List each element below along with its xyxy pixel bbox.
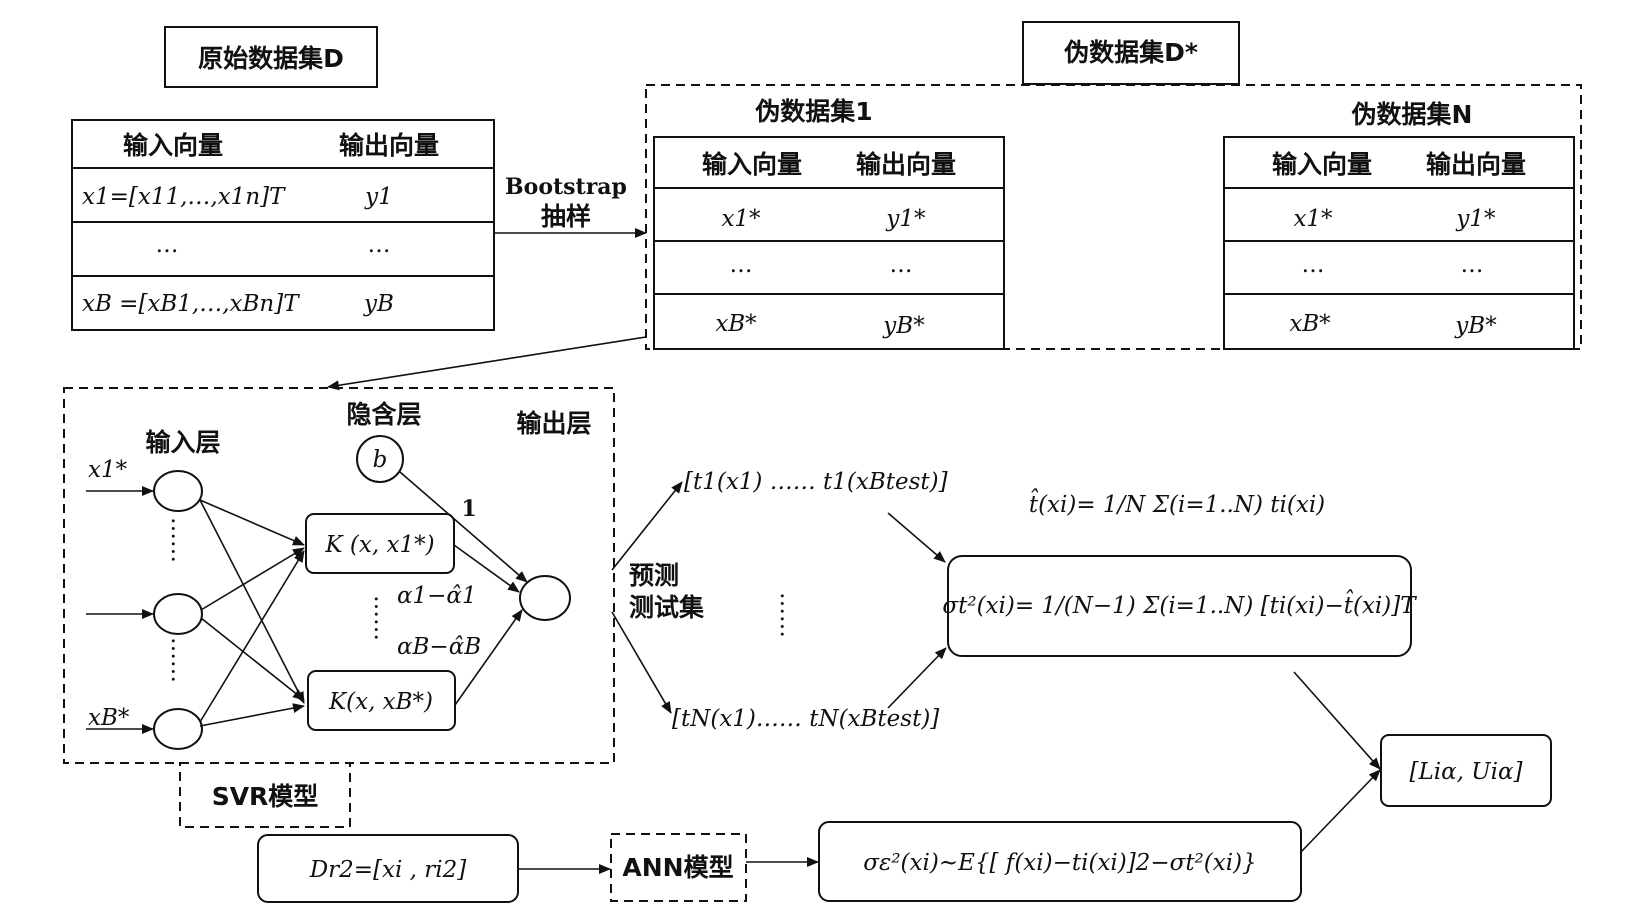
set1-row2-input: …	[730, 252, 753, 278]
output-layer-label: 输出层	[516, 409, 591, 438]
original-dataset-title-box	[164, 26, 378, 88]
input-node-1	[153, 470, 203, 512]
input-x1-label: x1*	[88, 457, 128, 483]
noise-variance-box	[818, 821, 1302, 902]
pseudo-to-svr-arrow	[327, 336, 647, 391]
setN-header-input: 输入向量	[1272, 150, 1372, 179]
svr-model-label-box	[179, 762, 351, 828]
original-dataset-table	[71, 119, 495, 331]
svg-text:……: ……	[775, 592, 801, 638]
original-row1-output: y1	[364, 184, 393, 210]
bootstrap-sampling: Bootstrap 抽样	[494, 174, 647, 238]
input-layer-label: 输入层	[145, 428, 220, 457]
set1-row2-output: …	[890, 252, 913, 278]
setN-header-output: 输出向量	[1426, 150, 1526, 179]
kernel-node-B	[307, 670, 456, 731]
svr-network: 输入层 隐含层 输出层 x1* xB* …… …… b K (x, x1*) K…	[63, 387, 615, 764]
kernel1-label: K (x, x1*)	[324, 532, 434, 558]
pseudo-dataset: 伪数据集D* 伪数据集1 伪数据集N 输入向量 输出向量 x1* y1* … ……	[645, 21, 1582, 350]
predict-down-arrow	[611, 611, 672, 714]
kernelB-label: K(x, xB*)	[328, 689, 433, 715]
original-dataset: 原始数据集D 输入向量 输出向量 x1=[x11,…,x1n]T y1 … … …	[71, 26, 495, 331]
input-xB-label: xB*	[88, 705, 130, 731]
setN-row2-output: …	[1461, 252, 1484, 278]
svg-text:……: ……	[166, 637, 192, 683]
test-set-label: 测试集	[629, 593, 705, 622]
pseudo-set1-title: 伪数据集1	[755, 97, 872, 126]
ann-model-box	[610, 833, 747, 902]
svg-text:……: ……	[166, 517, 192, 563]
original-row3-input: xB =[xB1,…,xBn]T	[82, 291, 300, 317]
input-node-2	[153, 593, 203, 635]
original-dataset-title: 原始数据集D	[198, 44, 344, 73]
sampling-label: 抽样	[541, 202, 591, 231]
setN-row3-input: xB*	[1289, 311, 1331, 337]
pseudo-setN-title: 伪数据集N	[1352, 100, 1473, 129]
bias-weight-label: 1	[461, 496, 476, 522]
dataset-r2-label: Dr2=[xi , ri2]	[309, 857, 467, 883]
pseudo-setN-table	[1223, 136, 1575, 350]
prediction-row-1: [t1(x1) …… t1(xBtest)]	[684, 469, 948, 495]
variance-formula: σt²(xi)= 1/(N−1) Σ(i=1..N) [ti(xi)−t̂(xi…	[942, 590, 1417, 619]
pseudo-set1-table	[653, 136, 1005, 350]
interval-label: [Liα, Uiα]	[1409, 759, 1522, 785]
alpha1-label: α1−α̂1	[397, 583, 477, 609]
ann-model-label: ANN模型	[622, 853, 733, 882]
input-node-B	[153, 708, 203, 750]
mean-formula: t̂(xi)= 1/N Σ(i=1..N) ti(xi)	[1029, 489, 1325, 518]
pseudo-dataset-title-box	[1022, 21, 1240, 85]
predict-up-arrow	[611, 481, 683, 571]
set1-row1-output: y1*	[885, 206, 926, 232]
kernel-node-1	[305, 513, 455, 574]
original-header-output: 输出向量	[339, 131, 439, 160]
original-row3-output: yB	[363, 291, 394, 317]
setN-row3-output: yB*	[1454, 313, 1497, 339]
prediction-row-N: [tN(x1)…… tN(xBtest)]	[672, 706, 939, 732]
output-node	[519, 575, 571, 621]
bootstrap-label: Bootstrap	[505, 174, 627, 200]
hidden-layer-label: 隐含层	[346, 400, 421, 429]
bias-label: b	[373, 447, 388, 473]
noise-variance-formula: σε²(xi)~E{[ f(xi)−ti(xi)]2−σt²(xi)}	[863, 850, 1256, 876]
interval-box	[1380, 734, 1552, 807]
svg-text:……: ……	[369, 595, 395, 641]
original-row2-input: …	[156, 232, 179, 258]
original-row1-input: x1=[x11,…,x1n]T	[82, 184, 286, 210]
setN-row2-input: …	[1302, 252, 1325, 278]
setN-row1-input: x1*	[1293, 206, 1333, 232]
original-row2-output: …	[368, 232, 391, 258]
bias-node	[356, 435, 404, 483]
setN-row1-output: y1*	[1455, 206, 1496, 232]
original-header-input: 输入向量	[123, 131, 223, 160]
alphaB-label: αB−α̂B	[397, 634, 481, 660]
pseudo-dataset-title: 伪数据集D*	[1064, 38, 1198, 67]
variance-box	[947, 555, 1412, 657]
set1-row3-output: yB*	[882, 313, 925, 339]
set1-row3-input: xB*	[715, 311, 757, 337]
set1-header-output: 输出向量	[856, 150, 956, 179]
predict-label: 预测	[629, 561, 679, 590]
set1-header-input: 输入向量	[702, 150, 802, 179]
set1-row1-input: x1*	[721, 206, 761, 232]
svr-model-label: SVR模型	[212, 782, 319, 811]
